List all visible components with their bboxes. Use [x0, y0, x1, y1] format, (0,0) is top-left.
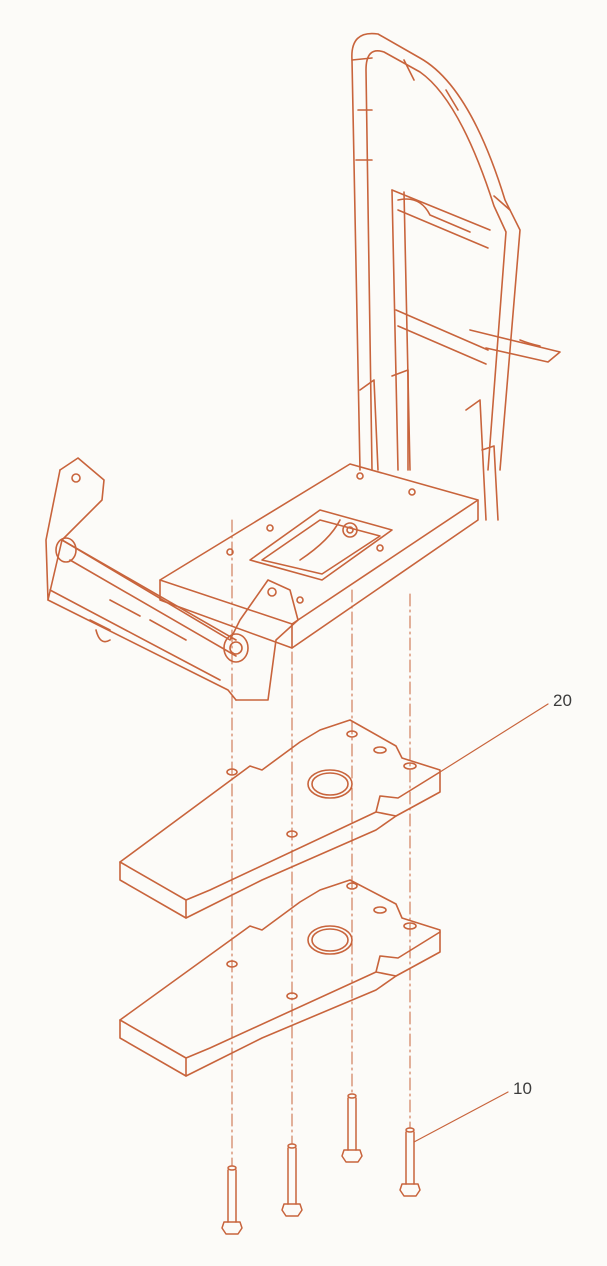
alignment-lines: [231, 519, 411, 1167]
callout-label-20: 20: [553, 691, 572, 710]
upper-plate: [119, 719, 441, 919]
leader-lines: [413, 703, 549, 1143]
carrier-frame: [45, 32, 561, 701]
callout-label-10: 10: [513, 1079, 532, 1098]
leader-line-10: [413, 1091, 509, 1143]
leader-line-20: [439, 703, 549, 773]
lower-plate: [119, 879, 441, 1077]
bolts: [221, 1093, 421, 1235]
